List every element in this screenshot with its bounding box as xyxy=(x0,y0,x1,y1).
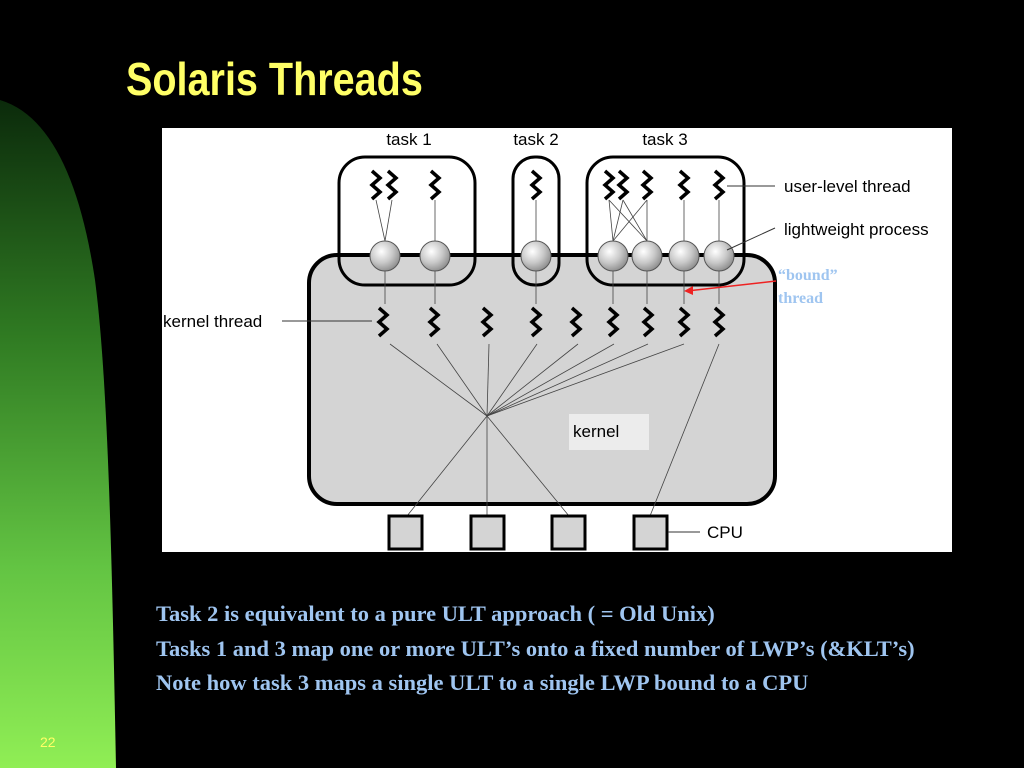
lwp-1 xyxy=(369,240,401,272)
lwp-6 xyxy=(668,240,700,272)
lightweight-process-callout: lightweight process xyxy=(784,220,929,239)
cpus xyxy=(387,514,669,551)
bound-thread-label-line-2: thread xyxy=(778,290,823,307)
lightweight-processes xyxy=(369,240,735,272)
scheduler-links xyxy=(389,343,720,517)
slide-title: Solaris Threads xyxy=(126,53,423,105)
bullet-item: Note how task 3 maps a single ULT to a s… xyxy=(156,670,809,695)
cpu-4 xyxy=(632,514,669,551)
task-1-label: task 1 xyxy=(386,130,431,149)
lwp-3 xyxy=(520,240,552,272)
user-level-threads xyxy=(370,169,725,201)
task-2-ult-1 xyxy=(530,169,542,201)
cpu-3 xyxy=(550,514,587,551)
bound-thread-label-line-1: “bound” xyxy=(778,267,838,284)
lwp-7 xyxy=(703,240,735,272)
cpu-callout: CPU xyxy=(707,523,743,542)
slide-number: 22 xyxy=(40,734,56,750)
task-3-box xyxy=(585,155,746,287)
kernel-label-bg xyxy=(569,414,649,450)
bullet-item: Task 2 is equivalent to a pure ULT appro… xyxy=(156,601,715,626)
cpu-1 xyxy=(387,514,424,551)
task-1-box xyxy=(337,155,477,287)
lwp-2 xyxy=(419,240,451,272)
thread-diagram: task 1 task 2 task 3 xyxy=(162,128,952,552)
task-2-label: task 2 xyxy=(513,130,558,149)
ult-to-lwp-links xyxy=(375,199,720,242)
lwp-5 xyxy=(631,240,663,272)
kernel-label: kernel xyxy=(573,422,619,441)
task-3-ult-1 xyxy=(603,169,615,201)
thread-diagram-canvas: task 1 task 2 task 3 xyxy=(163,130,929,551)
task-3-label: task 3 xyxy=(642,130,687,149)
bullet-list: Task 2 is equivalent to a pure ULT appro… xyxy=(156,597,936,701)
task-3-ult-4 xyxy=(678,169,690,201)
task-1-ult-1 xyxy=(370,169,382,201)
bound-thread-arrowhead xyxy=(684,286,693,295)
cpu-2 xyxy=(469,514,506,551)
callout-leaders xyxy=(282,185,776,533)
bullet-item: Tasks 1 and 3 map one or more ULT’s onto… xyxy=(156,635,915,661)
task-1-ult-3 xyxy=(429,169,441,201)
bound-thread-arrow xyxy=(686,280,777,292)
task-3-ult-3 xyxy=(641,169,653,201)
bound-thread-annotation: “bound” thread xyxy=(684,267,838,307)
task-3-ult-2 xyxy=(617,169,629,201)
kernel-thread-callout: kernel thread xyxy=(163,312,262,331)
task-1-ult-2 xyxy=(386,169,398,201)
task-3-ult-5 xyxy=(713,169,725,201)
user-level-thread-callout: user-level thread xyxy=(784,177,911,196)
lwp-4 xyxy=(597,240,629,272)
